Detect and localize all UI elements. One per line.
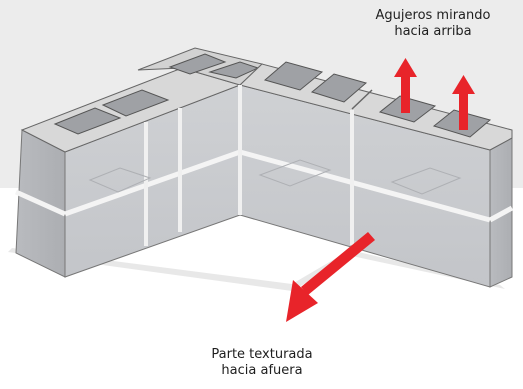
left-wall <box>14 67 242 278</box>
corner-block <box>137 47 264 86</box>
outward-arrow-icon <box>286 232 375 322</box>
holes-up-label: Agujeros mirando hacia arriba <box>375 8 491 39</box>
textured-side-label: Parte texturada hacia afuera <box>211 347 313 378</box>
ground-shadow <box>8 248 505 291</box>
up-arrow-icon <box>394 58 417 113</box>
up-arrow-icon <box>452 75 475 130</box>
right-wall <box>88 61 514 288</box>
